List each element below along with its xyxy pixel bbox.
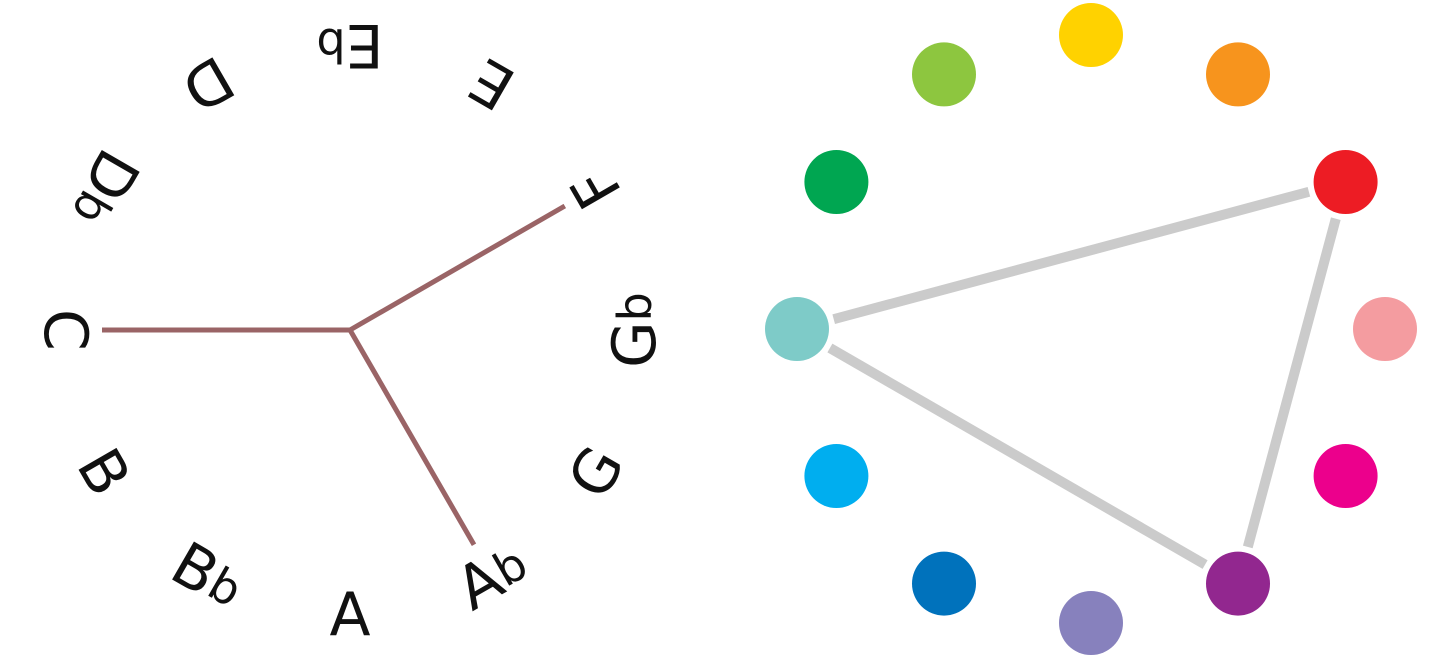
flat-sign: b <box>316 18 345 72</box>
note-label-b-flat: Bb <box>160 529 256 625</box>
note-letter: C <box>30 309 100 351</box>
note-letter: D <box>170 41 245 125</box>
note-letter: G <box>555 435 639 510</box>
chord-triangle <box>827 186 1341 569</box>
color-dot <box>1353 297 1417 361</box>
color-dot-wheel <box>765 3 1417 655</box>
color-dot <box>1313 444 1378 508</box>
flat-sign: b <box>608 292 662 321</box>
note-label-c: C <box>30 309 100 351</box>
chord-line-ab <box>347 328 477 547</box>
note-label-d: D <box>170 41 245 125</box>
note-label-d-flat: Db <box>54 137 152 237</box>
note-letter: E <box>459 43 527 123</box>
note-label-a: A <box>329 580 370 650</box>
note-letter: A <box>329 580 370 650</box>
note-label-g: G <box>555 435 639 510</box>
note-letter: B <box>63 437 144 508</box>
note-label-g-flat: Gb <box>600 292 670 368</box>
note-label-a-flat: Ab <box>445 529 541 625</box>
note-label-b: B <box>63 437 144 508</box>
color-dot <box>1059 3 1123 67</box>
color-dots <box>765 3 1417 655</box>
note-label-f: F <box>558 155 636 220</box>
color-dot <box>912 551 976 616</box>
note-letter: E <box>346 10 384 80</box>
chord-connector-lines <box>102 203 567 547</box>
note-label-e: E <box>459 43 527 123</box>
triangle-edge <box>827 343 1208 569</box>
color-dot <box>1206 42 1270 107</box>
chord-line-f <box>348 203 567 333</box>
note-letter: G <box>600 321 670 368</box>
triangle-edge <box>1242 217 1341 549</box>
note-letter: F <box>558 155 636 220</box>
color-dot <box>1313 150 1378 214</box>
color-dot <box>912 42 976 107</box>
color-dot <box>804 150 869 214</box>
note-label-e-flat: Eb <box>316 10 383 80</box>
color-dot <box>1206 551 1270 616</box>
color-dot <box>765 297 829 361</box>
color-dot <box>1059 591 1123 655</box>
triangle-edge <box>832 186 1311 325</box>
color-dot <box>804 444 869 508</box>
